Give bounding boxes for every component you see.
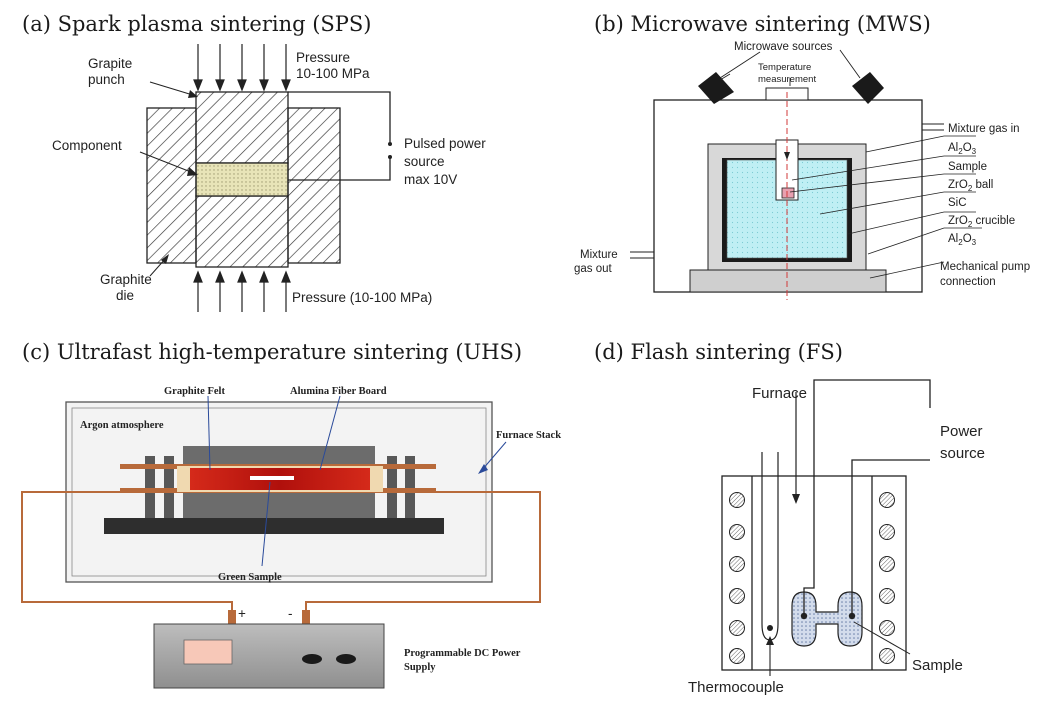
heating-coils [729, 492, 895, 664]
top-punch [195, 91, 289, 164]
microwave-source-left [698, 72, 734, 104]
label-pressure-top-2: 10-100 MPa [296, 66, 370, 81]
label-temperature: Temperature [758, 62, 811, 73]
sps-diagram: Grapite punch Pressure 10-100 MPa Compon… [52, 44, 486, 312]
microwave-source-right [852, 72, 884, 104]
label-punch: Grapite [88, 56, 132, 71]
dc-display [183, 639, 233, 665]
label-zro2-ball: ZrO2 ball [948, 179, 993, 193]
label-power-3: max 10V [404, 172, 457, 187]
label-sample: Sample [948, 161, 987, 173]
label-die: Graphite [100, 272, 152, 287]
label-microwave-sources: Microwave sources [734, 41, 833, 53]
uhs-diagram: Graphite Felt Alumina Fiber Board Argon … [21, 386, 561, 689]
panel-d-title: (d) Flash sintering (FS) [594, 340, 843, 364]
label-measurement: measurement [758, 74, 816, 85]
label-furnace-stack: Furnace Stack [496, 430, 561, 441]
label-pump: Mechanical pump [940, 261, 1030, 273]
fs-diagram: Furnace Power source Sample Thermocouple [688, 379, 985, 696]
label-furnace: Furnace [752, 385, 807, 402]
label-al2o3-bottom: Al2O3 [948, 233, 977, 247]
label-gas-out: Mixture [580, 249, 618, 261]
label-power-2: source [940, 445, 985, 462]
label-sic: SiC [948, 197, 967, 209]
label-graphite-felt: Graphite Felt [164, 386, 225, 397]
label-zro2-crucible: ZrO2 crucible [948, 215, 1015, 229]
top-pressure-arrows [193, 44, 291, 92]
mws-diagram: Microwave sources Temperature measuremen… [574, 41, 1030, 300]
panel-b-title: (b) Microwave sintering (MWS) [594, 12, 931, 36]
label-sample: Sample [912, 657, 963, 674]
label-gas-out-2: gas out [574, 263, 613, 275]
label-al2o3-top: Al2O3 [948, 142, 977, 156]
bottom-pressure-arrows [193, 270, 291, 312]
label-minus: - [288, 606, 293, 621]
panel-c-title: (c) Ultrafast high-temperature sintering… [22, 340, 523, 364]
label-argon: Argon atmosphere [80, 420, 164, 431]
label-power: Pulsed power [404, 136, 486, 151]
label-dc-supply-2: Supply [404, 662, 436, 673]
label-fiber-board: Alumina Fiber Board [290, 386, 387, 397]
label-pump-2: connection [940, 276, 996, 288]
component [195, 162, 289, 197]
sample [791, 591, 863, 647]
label-die-2: die [116, 288, 134, 303]
label-punch-2: punch [88, 72, 125, 87]
label-dc-supply: Programmable DC Power [404, 648, 521, 659]
label-green-sample: Green Sample [218, 572, 282, 583]
panel-a-title: (a) Spark plasma sintering (SPS) [22, 12, 372, 36]
label-plus: + [238, 606, 246, 621]
bottom-punch [195, 195, 289, 268]
label-pressure-top: Pressure [296, 50, 350, 65]
label-gas-in: Mixture gas in [948, 123, 1020, 135]
label-power: Power [940, 423, 983, 440]
label-component: Component [52, 138, 122, 153]
label-pressure-bottom: Pressure (10-100 MPa) [292, 290, 432, 305]
label-power-2: source [404, 154, 445, 169]
label-thermocouple: Thermocouple [688, 679, 784, 696]
